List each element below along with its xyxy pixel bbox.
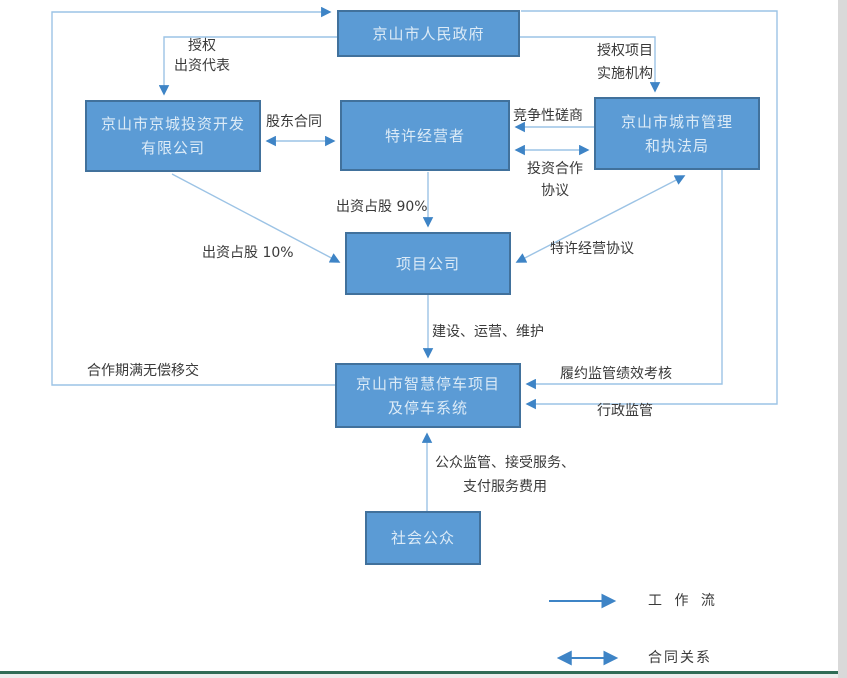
node-investment-company-label-1: 京山市京城投资开发 <box>100 115 245 133</box>
label-investment-cooperation: 投资合作 协议 <box>512 158 598 202</box>
label-competitive-negotiation: 竞争性磋商 <box>513 108 583 124</box>
label-equity-10: 出资占股 10% <box>202 245 294 261</box>
label-handover: 合作期满无偿移交 <box>87 363 199 379</box>
label-authorize-left-1: 授权 <box>188 38 216 54</box>
page-bottom-divider <box>0 671 838 674</box>
label-equity-90: 出资占股 90% <box>336 199 428 215</box>
node-government: 京山市人民政府 <box>337 10 520 57</box>
node-urban-mgmt-bureau-label-2: 和执法局 <box>644 136 709 155</box>
label-investment-cooperation-1: 投资合作 <box>527 161 583 177</box>
node-urban-mgmt-bureau-label-1: 京山市城市管理 <box>620 112 733 131</box>
edge-admin-supervision-line <box>521 10 778 410</box>
label-authorize-left: 授权 出资代表 <box>162 36 242 76</box>
label-authorize-right-2: 实施机构 <box>597 66 653 82</box>
label-public-services-2: 支付服务费用 <box>463 479 547 495</box>
label-shareholder-contract: 股东合同 <box>266 114 322 130</box>
edge-handover-line <box>51 6 336 386</box>
label-admin-supervision: 行政监管 <box>597 403 653 419</box>
node-franchise-operator: 特许经营者 <box>340 100 510 171</box>
legend-workflow-label: 工 作 流 <box>648 593 719 609</box>
label-authorize-right-1: 授权项目 <box>597 43 653 59</box>
page-bottom-margin <box>0 674 838 678</box>
label-franchise-agreement: 特许经营协议 <box>550 241 634 257</box>
label-build-operate-maintain: 建设、运营、维护 <box>432 324 544 340</box>
label-performance-review: 履约监管绩效考核 <box>560 366 672 382</box>
node-public-label: 社会公众 <box>390 529 455 547</box>
node-parking-system-label-1: 京山市智慧停车项目 <box>355 374 500 393</box>
page-right-margin <box>838 0 847 678</box>
node-urban-mgmt-bureau: 京山市城市管理 和执法局 <box>594 97 760 170</box>
label-authorize-left-2: 出资代表 <box>174 58 230 74</box>
label-authorize-right: 授权项目 实施机构 <box>584 40 666 86</box>
edge-authorize-right-line <box>520 36 661 93</box>
node-parking-system-label-2: 及停车系统 <box>387 398 468 417</box>
node-project-company-label: 项目公司 <box>395 254 460 273</box>
node-parking-system: 京山市智慧停车项目 及停车系统 <box>335 363 521 428</box>
node-investment-company-label-2: 有限公司 <box>140 139 205 157</box>
label-investment-cooperation-2: 协议 <box>541 183 569 199</box>
node-franchise-operator-label: 特许经营者 <box>384 126 465 145</box>
node-public: 社会公众 <box>365 511 481 565</box>
node-project-company: 项目公司 <box>345 232 511 295</box>
label-public-services-1: 公众监管、接受服务、 <box>435 455 575 471</box>
node-investment-company: 京山市京城投资开发 有限公司 <box>85 100 261 172</box>
legend-contract-label: 合同关系 <box>648 650 712 666</box>
edge-performance-review-line <box>525 170 723 390</box>
edge-authorize-left-line <box>158 36 337 96</box>
edge-franchise-agreement-line <box>515 175 686 263</box>
edge-equity-10-line <box>171 173 341 263</box>
node-government-label: 京山市人民政府 <box>372 24 485 43</box>
label-public-services: 公众监管、接受服务、 支付服务费用 <box>420 451 590 499</box>
